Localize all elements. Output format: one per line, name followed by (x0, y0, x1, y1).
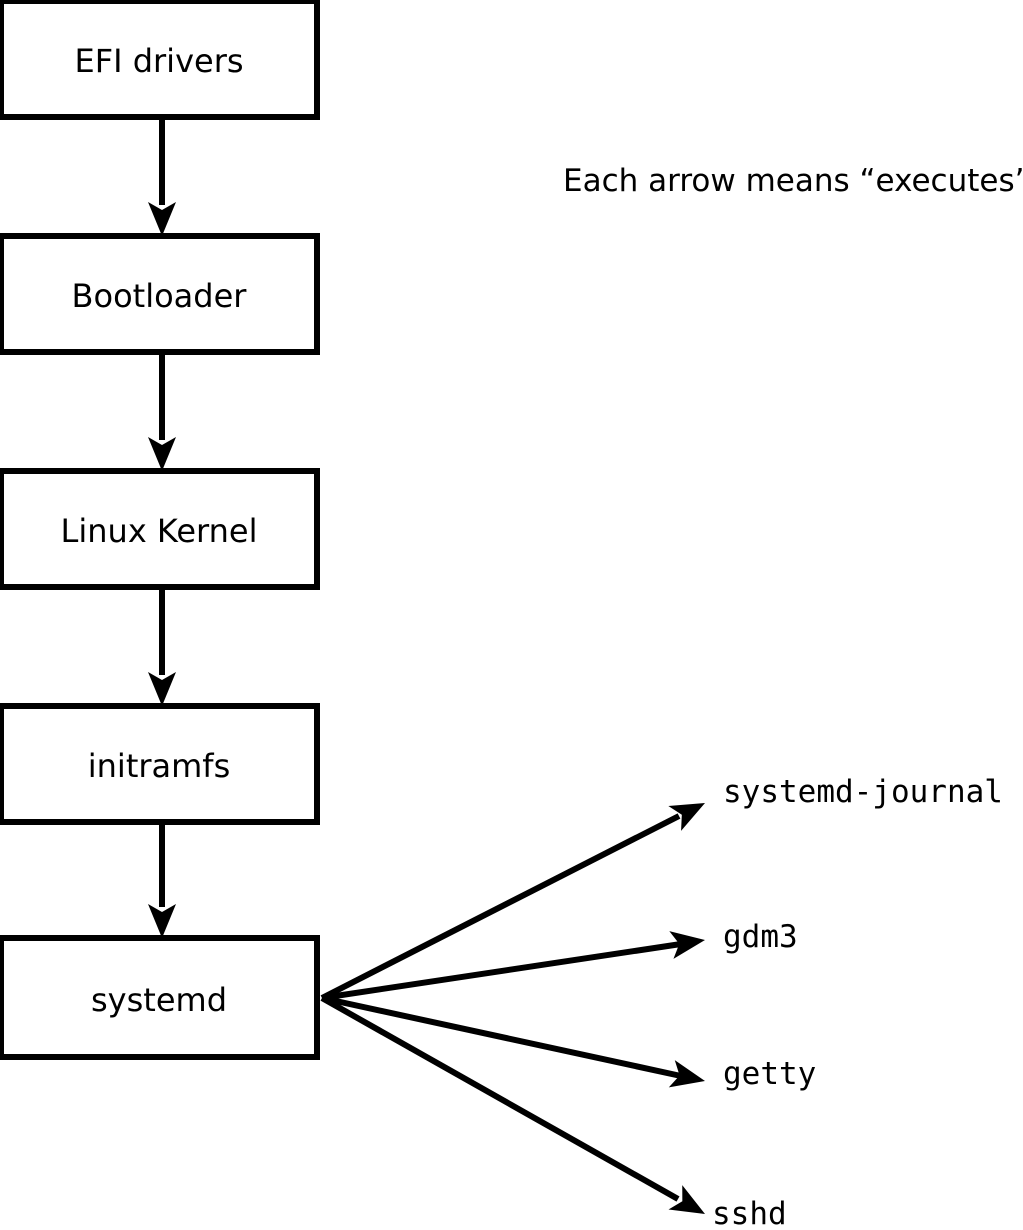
edge-line (321, 941, 682, 1001)
node-efi-drivers-label: EFI drivers (74, 42, 243, 80)
service-label-gdm3: gdm3 (723, 919, 798, 955)
edge-line (320, 813, 681, 1001)
node-efi-drivers[interactable]: EFI drivers (0, 0, 320, 120)
arrowhead-icon (668, 1185, 712, 1227)
node-systemd-box (0, 935, 320, 1060)
node-linux-kernel-label: Linux Kernel (61, 512, 258, 550)
service-label-sshd: sshd (712, 1196, 787, 1230)
node-linux-kernel[interactable]: Linux Kernel (0, 468, 320, 590)
edge-linux-kernel-to-initramfs (148, 587, 176, 706)
legend-note: Each arrow means “executes”. (563, 163, 1023, 199)
arrowhead-icon (148, 437, 176, 471)
node-initramfs-label: initramfs (88, 747, 230, 785)
node-linux-kernel-box (0, 468, 320, 590)
arrowhead-icon (148, 202, 176, 236)
node-initramfs[interactable]: initramfs (0, 703, 320, 825)
edge-bootloader-to-linux-kernel (148, 352, 176, 471)
node-systemd-label: systemd (91, 981, 227, 1019)
node-systemd[interactable]: systemd (0, 935, 320, 1060)
edge-efi-drivers-to-bootloader (148, 117, 176, 236)
edge-line (320, 995, 680, 1202)
node-bootloader-box (0, 233, 320, 355)
edge-systemd-to-sshd (320, 995, 712, 1227)
edge-line (321, 995, 682, 1079)
edge-initramfs-to-systemd (148, 822, 176, 938)
service-label-systemd-journal: systemd-journal (723, 774, 1003, 810)
edge-systemd-to-systemd-journal (320, 790, 712, 1001)
arrowhead-icon (668, 790, 712, 831)
service-label-getty: getty (723, 1056, 816, 1092)
arrowhead-icon (148, 672, 176, 706)
node-bootloader-label: Bootloader (72, 277, 248, 315)
edge-systemd-to-gdm3 (321, 926, 708, 1001)
node-efi-drivers-box (0, 0, 320, 120)
edge-systemd-to-getty (321, 995, 708, 1095)
node-bootloader[interactable]: Bootloader (0, 233, 320, 355)
arrowhead-icon (148, 904, 176, 938)
